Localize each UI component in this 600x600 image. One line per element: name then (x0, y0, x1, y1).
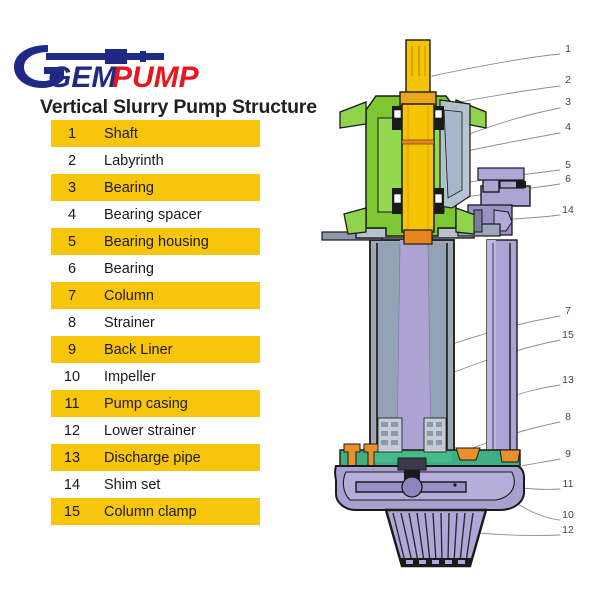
logo-g-mark (14, 45, 164, 88)
legend-row-label: Column clamp (104, 503, 197, 520)
callout-number: 5 (565, 159, 571, 171)
legend-row-label: Discharge pipe (104, 449, 201, 466)
callout-number: 7 (565, 305, 571, 317)
lower-strainer (384, 508, 488, 568)
legend-row: 11 Pump casing (51, 390, 260, 417)
legend-row-number: 7 (67, 287, 77, 304)
logo-text-pump: PUMP (112, 61, 200, 92)
legend-row-label: Bearing housing (104, 233, 209, 250)
legend-row: 2 Labyrinth (51, 147, 260, 174)
legend-row: 10 Impeller (51, 363, 260, 390)
legend-row-label: Bearing (104, 179, 154, 196)
callout-number: 10 (562, 509, 574, 521)
legend-row-label: Strainer (104, 314, 155, 331)
callout-number: 1 (565, 43, 571, 55)
callout-number: 4 (565, 121, 571, 133)
legend-row: 8 Strainer (51, 309, 260, 336)
legend-row: 9 Back Liner (51, 336, 260, 363)
legend-row-number: 10 (63, 368, 81, 385)
legend-row-label: Back Liner (104, 341, 173, 358)
legend-row-number: 5 (67, 233, 77, 250)
legend-row-label: Shim set (104, 476, 161, 493)
legend-row: 14 Shim set (51, 471, 260, 498)
info-panel: GEM PUMP Vertical Slurry Pump Structure … (8, 40, 317, 525)
legend-row: 15 Column clamp (51, 498, 260, 525)
legend-row: 4 Bearing spacer (51, 201, 260, 228)
callout-number: 13 (562, 374, 574, 386)
callout-number: 11 (563, 478, 574, 490)
shaft (399, 39, 437, 245)
legend-row-label: Column (104, 287, 154, 304)
legend-row-number: 3 (67, 179, 77, 196)
pump-casing (334, 457, 525, 511)
logo-text-gem: GEM (48, 61, 117, 92)
legend-row: 7 Column (51, 282, 260, 309)
legend-row: 5 Bearing housing (51, 228, 260, 255)
labyrinth-cap (439, 99, 471, 209)
legend-row-number: 4 (67, 206, 77, 223)
legend-row: 13 Discharge pipe (51, 444, 260, 471)
legend-row-number: 11 (64, 395, 80, 412)
callout-number: 15 (562, 329, 574, 341)
legend-row-number: 8 (67, 314, 77, 331)
legend-row-label: Lower strainer (104, 422, 196, 439)
callout-number: 2 (565, 74, 571, 86)
legend-row-number: 14 (63, 476, 81, 493)
callout-number: 12 (562, 524, 574, 536)
callout-number: 14 (562, 204, 574, 216)
callout-number: 6 (565, 173, 571, 185)
callout-number: 8 (565, 411, 571, 423)
gempump-logo: GEM PUMP (8, 40, 218, 92)
legend-row: 1 Shaft (51, 120, 260, 147)
legend-row-label: Bearing spacer (104, 206, 202, 223)
page-title: Vertical Slurry Pump Structure (40, 96, 317, 118)
legend-row-label: Labyrinth (104, 152, 164, 169)
legend-row-number: 9 (67, 341, 77, 358)
bearings (392, 106, 444, 214)
legend-row-number: 1 (67, 125, 77, 142)
legend-row-label: Impeller (104, 368, 156, 385)
callout-number: 9 (565, 448, 571, 460)
legend-row-number: 13 (63, 449, 81, 466)
legend-row-label: Bearing (104, 260, 154, 277)
legend-row: 6 Bearing (51, 255, 260, 282)
legend-row-label: Shaft (104, 125, 138, 142)
legend-row-number: 6 (67, 260, 77, 277)
legend-row-number: 15 (63, 503, 81, 520)
legend-row-label: Pump casing (104, 395, 188, 412)
shim-set (473, 209, 483, 233)
strainer-detail (377, 417, 447, 453)
legend-row: 3 Bearing (51, 174, 260, 201)
legend-row-number: 12 (63, 422, 81, 439)
support-bracket (477, 167, 525, 181)
legend-row: 12 Lower strainer (51, 417, 260, 444)
legend-row-number: 2 (67, 152, 77, 169)
callout-number: 3 (565, 96, 571, 108)
